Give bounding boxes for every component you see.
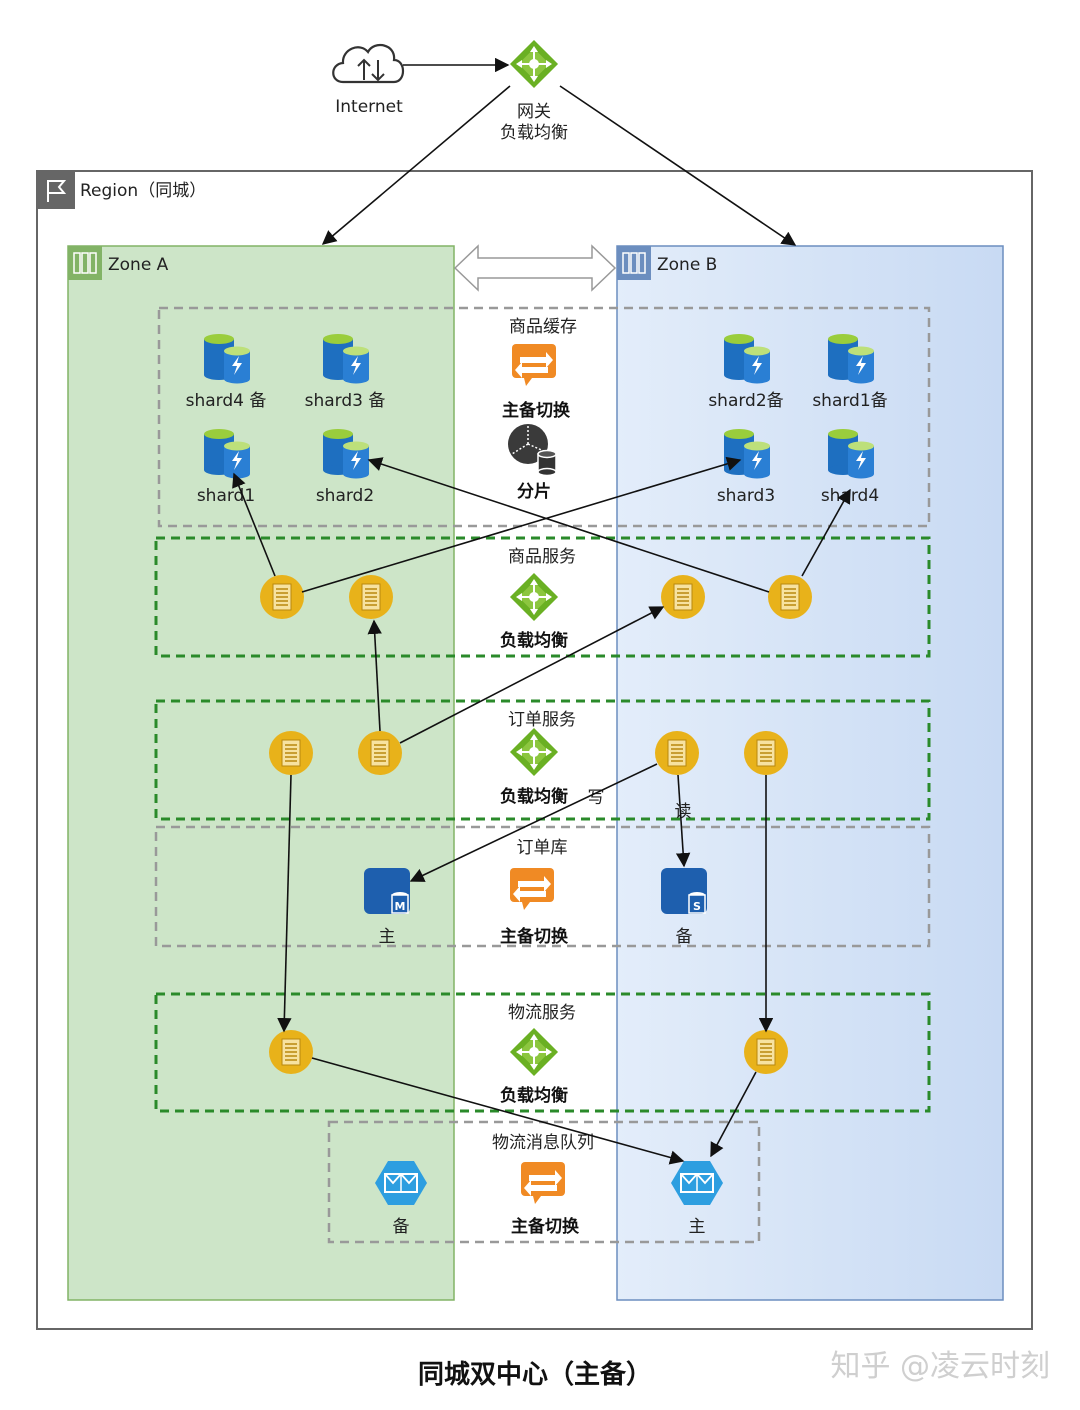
arrow-logistics-b-to-mq bbox=[710, 1071, 757, 1158]
datacenter-icon bbox=[67, 245, 103, 281]
shard-a-1: shard3 备 bbox=[305, 391, 386, 411]
switch-icon bbox=[521, 1162, 565, 1204]
arrow-to-shard3 bbox=[301, 456, 742, 593]
arrow-read bbox=[675, 774, 691, 868]
cache-group bbox=[157, 306, 931, 528]
logistics-mq-title: 物流消息队列 bbox=[492, 1133, 594, 1153]
order-db-title: 订单库 bbox=[517, 838, 568, 858]
zone-a bbox=[67, 245, 455, 1301]
product-service-title: 商品服务 bbox=[508, 547, 576, 567]
zone-b-label: Zone B bbox=[657, 255, 717, 275]
shard-a-3: shard2 bbox=[316, 486, 374, 506]
arrow-to-shard2 bbox=[367, 457, 770, 593]
standby-db-icon: S bbox=[661, 868, 707, 914]
product-lb-label: 负载均衡 bbox=[500, 630, 568, 651]
order-lb-label: 负载均衡 bbox=[500, 786, 568, 807]
shard-label: 分片 bbox=[517, 481, 551, 502]
server-icon bbox=[767, 574, 813, 620]
diagram-title: 同城双中心（主备） bbox=[418, 1360, 652, 1390]
arrow-to-shard1 bbox=[232, 472, 276, 577]
mq-standby-label: 备 bbox=[393, 1217, 410, 1237]
arrow-to-shard4 bbox=[801, 488, 851, 577]
shard-b-2: shard3 bbox=[717, 486, 775, 506]
datacenter-icon bbox=[616, 245, 652, 281]
shard-pie-icon bbox=[507, 423, 557, 477]
arrow-order-to-product-b bbox=[399, 606, 665, 744]
order-db-standby-label: 备 bbox=[676, 927, 693, 947]
shard-b-1: shard1备 bbox=[812, 391, 887, 411]
server-icon bbox=[357, 730, 403, 776]
region-container bbox=[36, 170, 1033, 1330]
mq-master-label: 主 bbox=[689, 1217, 706, 1237]
standby-badge: S bbox=[693, 900, 701, 913]
arrow-write bbox=[409, 763, 658, 882]
lb-icon bbox=[508, 571, 560, 623]
mq-switch-label: 主备切换 bbox=[511, 1216, 580, 1237]
server-icon bbox=[268, 730, 314, 776]
connector-lines bbox=[232, 57, 851, 1165]
arrow-order-to-logistics-a bbox=[277, 774, 292, 1033]
shard-b-0: shard2备 bbox=[708, 391, 783, 411]
logistics-service-title: 物流服务 bbox=[508, 1003, 576, 1023]
arrow-gateway-zone-a bbox=[321, 85, 511, 245]
cache-switch-label: 主备切换 bbox=[502, 400, 571, 421]
order-db-switch-label: 主备切换 bbox=[500, 926, 569, 947]
server-icon bbox=[660, 574, 706, 620]
switch-icon bbox=[512, 344, 556, 386]
order-service-title: 订单服务 bbox=[508, 710, 576, 730]
double-arrow-icon bbox=[453, 244, 617, 292]
region-label: Region（同城） bbox=[80, 181, 206, 201]
gateway-label-1: 网关 bbox=[517, 102, 551, 122]
lb-icon bbox=[508, 1026, 560, 1078]
cache-title: 商品缓存 bbox=[509, 317, 577, 337]
arrow-gateway-zone-b bbox=[559, 85, 797, 246]
cloud-icon bbox=[332, 43, 405, 84]
server-icon bbox=[348, 574, 394, 620]
product-service-group bbox=[154, 536, 931, 658]
logistics-lb-label: 负载均衡 bbox=[500, 1085, 568, 1106]
switch-icon bbox=[510, 868, 554, 910]
server-icon bbox=[259, 574, 305, 620]
gateway-lb-icon bbox=[508, 38, 560, 90]
master-badge: M bbox=[395, 900, 406, 913]
logistics-service-group bbox=[154, 992, 931, 1113]
arrow-order-to-product-a bbox=[367, 619, 382, 732]
lb-icon bbox=[508, 726, 560, 778]
server-icon bbox=[654, 730, 700, 776]
shard-b-3: shard4 bbox=[821, 486, 879, 506]
write-label: 写 bbox=[588, 788, 605, 808]
flag-icon bbox=[37, 171, 75, 209]
gateway-label-2: 负载均衡 bbox=[500, 123, 568, 143]
server-icon bbox=[743, 1029, 789, 1075]
order-db-group bbox=[154, 825, 931, 948]
watermark: 知乎 @凌云时刻 bbox=[830, 1349, 1050, 1384]
arrow-logistics-a-to-mq bbox=[311, 1057, 685, 1165]
shard-a-0: shard4 备 bbox=[186, 391, 267, 411]
master-db-icon: M bbox=[364, 868, 410, 914]
zone-a-label: Zone A bbox=[108, 255, 169, 275]
server-icon bbox=[268, 1029, 314, 1075]
order-db-master-label: 主 bbox=[379, 927, 396, 947]
server-icon bbox=[743, 730, 789, 776]
internet-label: Internet bbox=[335, 97, 403, 117]
read-label: 读 bbox=[675, 802, 692, 822]
